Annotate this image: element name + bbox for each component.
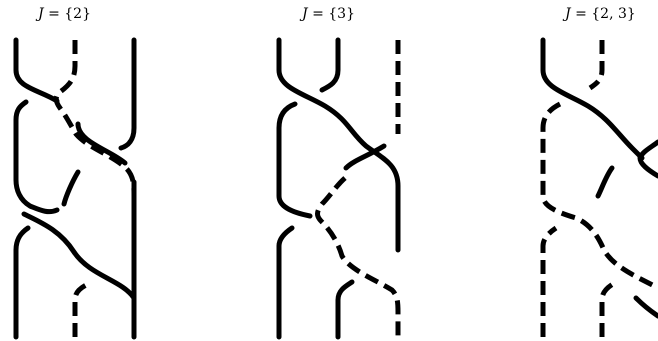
strand-left-lower-cross	[13, 225, 31, 340]
strand-middle-1-top	[276, 37, 401, 253]
strand-middle-3-mid	[315, 176, 401, 337]
strand-left-3-lower	[13, 99, 60, 215]
strand-right-2-top	[588, 40, 605, 91]
strand-left-1-top	[13, 37, 60, 104]
strand-middle-lower-left	[276, 225, 295, 340]
panel-title-right-variable: J	[565, 6, 571, 22]
panel-title-left-set: = {2}	[43, 6, 91, 22]
strand-right-lower-over	[633, 295, 658, 319]
panel-title-right-set: = {2, 3}	[570, 6, 636, 22]
panel-title-left: J = {2}	[38, 7, 91, 21]
strand-left-3-top	[118, 37, 137, 151]
strand-right-1-top	[540, 37, 645, 161]
strand-right-lower-right	[599, 279, 618, 337]
panel-title-middle: J = {3}	[302, 7, 355, 21]
panel-title-left-variable: J	[38, 6, 44, 22]
strand-left-3-middle	[61, 169, 81, 207]
strand-right-2-upper	[540, 101, 658, 291]
strand-left-2-top	[53, 40, 137, 250]
panel-title-middle-variable: J	[302, 6, 308, 22]
strand-middle-3-cross	[343, 143, 387, 171]
strand-right-lower-left	[540, 225, 558, 337]
strand-right-3-cross	[637, 139, 658, 179]
strand-left-1-lower	[75, 121, 128, 166]
strand-middle-2-top	[319, 37, 341, 93]
strand-left-lower-dashed	[72, 281, 90, 337]
strand-right-3-mid	[595, 165, 615, 199]
panel-title-right: J = {2, 3}	[565, 7, 636, 21]
braid-panel-left	[13, 37, 137, 340]
strand-middle-2-upper	[276, 101, 313, 219]
strand-left-lower-over	[21, 211, 137, 301]
panel-title-middle-set: = {3}	[307, 6, 355, 22]
braid-panel-middle	[276, 37, 401, 340]
braid-panel-right	[540, 37, 658, 337]
strand-middle-lower-right	[335, 279, 355, 340]
